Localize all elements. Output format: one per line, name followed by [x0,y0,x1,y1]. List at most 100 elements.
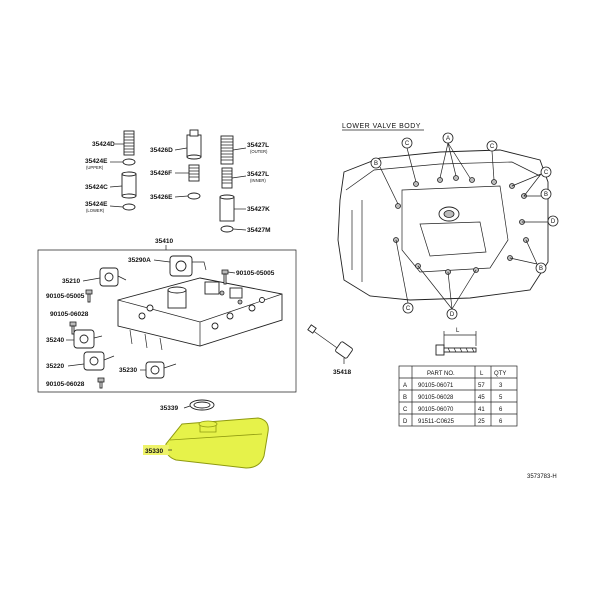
svg-text:6: 6 [499,419,503,425]
bolt-table: PART NO. L QTY A 90105-06071 57 3 B 9010… [398,365,518,427]
table-row: D 91511-C0625 25 6 [403,419,503,425]
callout-c-right: C [511,166,552,197]
bolt-dimension-sketch: L [435,328,477,356]
label-35330: 35330 [145,448,163,455]
svg-text:57: 57 [478,383,485,389]
oil-strainer-35330 [165,417,269,469]
label-35240: 35240 [46,337,64,344]
valve-body-assembly-box: 35410 [37,238,297,393]
ring-35424e-lower [122,203,136,211]
svg-text:D: D [551,219,556,225]
label-35427k: 35427K [247,206,270,213]
lower-valve-body-drawing [337,149,549,301]
label-35426f: 35426F [150,170,172,177]
label-35426d: 35426D [150,147,173,154]
part-35210 [99,267,127,287]
svg-text:5: 5 [499,395,503,401]
svg-text:45: 45 [478,395,485,401]
spring-labels: 35424D 35426D 35427L (OUTER) 35424E (UPP… [85,141,271,234]
bolt-90105-05005-left [85,289,93,303]
label-35418: 35418 [333,369,351,376]
label-35330-highlight [143,445,169,455]
label-35427l: 35427L [247,142,269,149]
svg-text:6: 6 [499,407,503,413]
svg-text:41: 41 [478,407,485,413]
label-35424c: 35424C [85,184,108,191]
bolt-90105-05005-right [221,269,229,285]
valve-components: 35290A 90105-05005 35210 90105-05005 901… [46,255,275,389]
label-90105-05005-right: 90105-05005 [236,270,275,277]
label-90105-06028-upper: 90105-06028 [50,311,89,318]
svg-text:B: B [539,266,543,272]
label-35339: 35339 [160,405,178,412]
svg-text:C: C [405,141,410,147]
callout-d-bottom: D [417,265,477,320]
label-35427m: 35427M [247,227,271,234]
callout-c-top-left: C [401,137,417,183]
svg-text:A: A [403,383,407,389]
plug-35424c [121,171,137,199]
part-35290a [169,255,207,277]
callout-c-bottom-left: C [395,239,414,314]
spring-35427l-inner [221,167,233,189]
label-35424e-lower-note: (LOWER) [86,208,105,213]
svg-text:C: C [544,170,549,176]
svg-text:B: B [374,161,378,167]
callout-a-top: A [439,132,471,179]
label-35210: 35210 [62,278,80,285]
plug-35426d [186,129,202,160]
callout-d-right: D [522,215,559,227]
table-header-qty: QTY [494,371,506,377]
svg-text:D: D [403,419,408,425]
svg-text:25: 25 [478,419,485,425]
label-35424e-upper: 35424E [85,158,108,165]
table-row: A 90105-06071 57 3 [403,383,503,389]
svg-text:B: B [403,395,407,401]
plug-35427k [219,194,235,222]
part-35220 [83,351,115,371]
callout-b-right: B [524,188,552,200]
label-35424e-lower: 35424E [85,201,108,208]
svg-text:91511-C0625: 91511-C0625 [418,419,455,425]
svg-text:B: B [544,192,548,198]
label-35410: 35410 [155,238,173,245]
callout-b-left: B [370,157,399,205]
spring-35426f [188,164,200,182]
bolt-90105-06028-upper [69,321,77,335]
label-35426e: 35426E [150,194,173,201]
svg-text:C: C [403,407,408,413]
part-35230 [145,361,177,379]
label-35230: 35230 [119,367,137,374]
ring-35426e [187,192,201,200]
spring-35427l-outer [220,135,234,165]
oring-35339 [189,399,215,411]
svg-text:D: D [450,312,455,318]
table-row: B 90105-06028 45 5 [403,395,503,401]
svg-text:A: A [446,136,450,142]
part-35240 [73,329,103,349]
bolt-90105-06028-lower [97,377,105,389]
label-35427l-note: (OUTER) [250,149,268,154]
manual-valve-35418 [307,324,353,364]
svg-text:3: 3 [499,383,503,389]
callout-c-top-right: C [486,140,498,181]
label-35427l-inner: 35427L [247,171,269,178]
callouts: A C C B C B D [370,132,559,320]
dimension-label: L [456,328,460,334]
ring-35424e-upper [122,158,136,166]
svg-text:90105-06071: 90105-06071 [418,383,454,389]
label-35424d: 35424D [92,141,115,148]
springs-group [121,129,235,233]
svg-text:90105-06028: 90105-06028 [418,395,454,401]
table-header-l: L [480,371,484,377]
table-row: C 90105-06070 41 6 [403,407,503,413]
section-title: LOWER VALVE BODY [342,123,421,130]
valve-body [117,277,283,351]
svg-text:C: C [490,144,495,150]
label-35220: 35220 [46,363,64,370]
table-header-part-no: PART NO. [427,371,455,377]
callout-b-bottom-right: B [509,239,547,274]
ring-35427m [220,225,234,233]
label-35427l-inner-note: (INNER) [250,178,266,183]
